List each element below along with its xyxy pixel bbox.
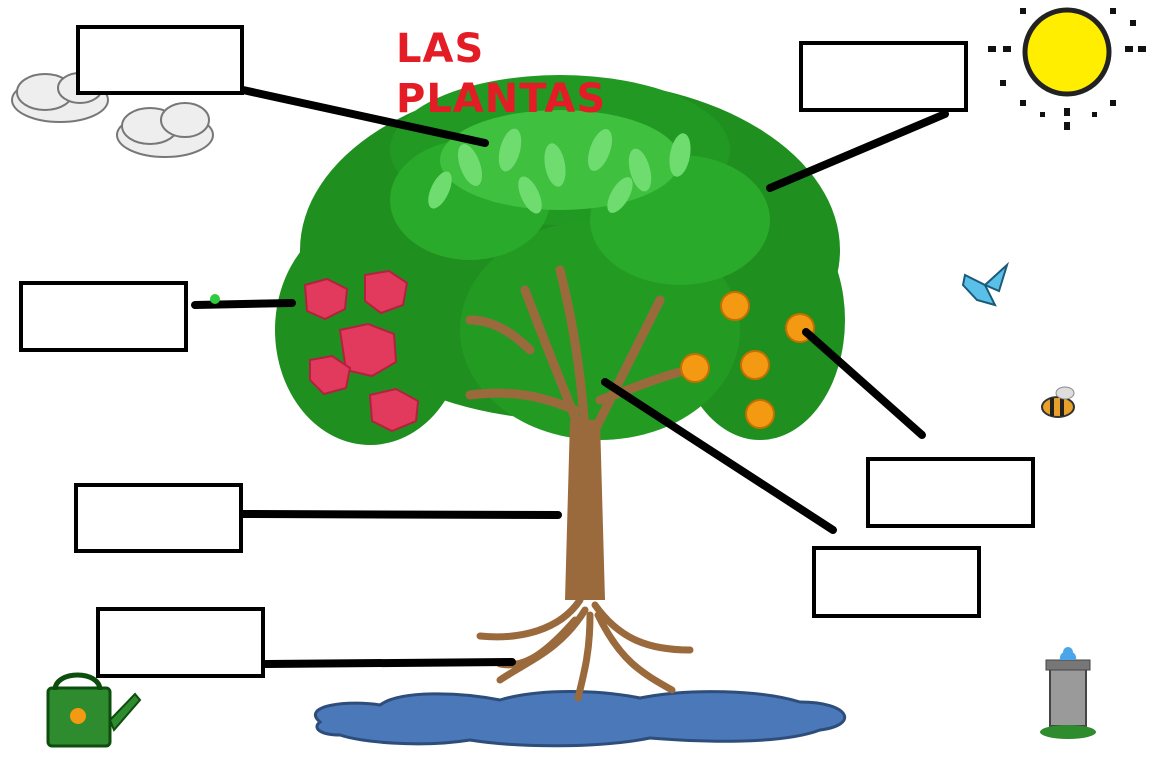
fountain-icon [1040, 647, 1096, 739]
page-title: LAS PLANTAS [396, 26, 607, 122]
bee-icon [1041, 386, 1075, 418]
label-box-hojas[interactable] [76, 25, 244, 95]
flowers [303, 269, 420, 433]
connector-lines [191, 86, 949, 668]
label-box-frutos[interactable] [866, 457, 1035, 528]
sun-icon [988, 7, 1146, 130]
label-box-flores[interactable] [19, 281, 188, 352]
bird-icon [961, 261, 1010, 307]
label-box-copa[interactable] [799, 41, 968, 112]
label-box-tallo[interactable] [74, 483, 243, 553]
tree-trunk [465, 265, 685, 600]
connector-dot [210, 294, 220, 304]
fruits [680, 291, 815, 429]
roots [476, 596, 694, 702]
label-box-ramas[interactable] [812, 546, 981, 618]
label-box-raiz[interactable] [96, 607, 265, 678]
cloud-icon [116, 102, 214, 158]
watering-can-icon [46, 672, 142, 748]
puddle-icon [313, 690, 846, 748]
